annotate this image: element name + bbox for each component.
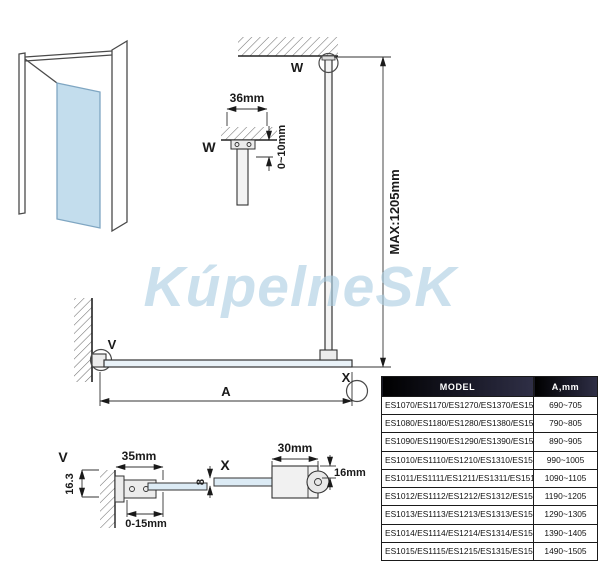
table-row: ES1014/ES1114/ES1214/ES1314/ES1514 1390~… <box>381 523 598 543</box>
dim-36mm-text: 36mm <box>230 91 265 105</box>
dim-max-height-text: MAX:1205mm <box>387 169 402 254</box>
dim-30mm-text: 30mm <box>278 441 313 455</box>
table-row: ES1080/ES1180/ES1280/ES1380/ES1580 790~8… <box>381 414 598 434</box>
ceiling-mount-plate <box>321 55 336 61</box>
dim-max-height: MAX:1205mm <box>334 56 402 368</box>
table-row: ES1011/ES1111/ES1211/ES1311/ES1511 1090~… <box>381 468 598 489</box>
table-row: ES1013/ES1113/ES1213/ES1313/ES1513 1290~… <box>381 505 598 525</box>
balloon-w-label: W <box>291 60 304 75</box>
detail-ceiling-hatch <box>221 127 277 140</box>
a-cell: 1290~1305 <box>533 505 598 525</box>
dim-gap-text: 0~10mm <box>276 125 288 170</box>
model-cell: ES1011/ES1111/ES1211/ES1311/ES1511 <box>381 468 534 489</box>
glass-panel-plan <box>103 359 353 368</box>
a-cell: 890~905 <box>533 432 598 452</box>
ceiling-hatch <box>238 37 338 57</box>
model-cell: ES1080/ES1180/ES1280/ES1380/ES1580 <box>381 414 534 434</box>
table-header-a: A,mm <box>533 376 598 397</box>
dim-gap: 0~10mm <box>256 125 288 171</box>
detail-v-wall-hatch <box>100 470 115 528</box>
dim-163: 16.3 <box>64 469 99 498</box>
table-header-model: MODEL <box>381 376 534 397</box>
model-table: MODEL A,mm ES1070/ES1170/ES1270/ES1370/E… <box>381 376 598 562</box>
model-cell: ES1070/ES1170/ES1270/ES1370/ES1570 <box>381 395 534 416</box>
table-row: ES1010/ES1110/ES1210/ES1310/ES1510 990~1… <box>381 450 598 470</box>
corner-bracket-x <box>319 349 338 361</box>
detail-pole <box>236 148 249 206</box>
dim-8: 8 <box>195 466 213 498</box>
detail-v-view: V 35mm 16.3 <box>58 449 208 530</box>
dim-width-a: A <box>99 372 353 406</box>
dim-a-text: A <box>221 384 231 399</box>
screw-icon <box>234 142 240 147</box>
model-cell: ES1010/ES1110/ES1210/ES1310/ES1510 <box>381 450 534 470</box>
iso-support-brace <box>24 58 58 84</box>
detail-balloon-x: X <box>342 370 369 403</box>
isometric-view <box>18 39 128 233</box>
table-row: ES1012/ES1112/ES1212/ES1312/ES1512 1190~… <box>381 487 598 507</box>
dim-015mm: 0-15mm <box>125 492 167 530</box>
detail-x-view: X 8 30mm <box>195 441 366 499</box>
dim-16mm-text: 16mm <box>334 467 366 479</box>
dim-015-text: 0-15mm <box>125 518 167 530</box>
model-cell: ES1090/ES1190/ES1290/ES1390/ES1590 <box>381 432 534 452</box>
dim-16mm: 16mm <box>320 455 366 490</box>
iso-support-bar <box>24 50 113 58</box>
detail-w-view: W 36mm 0~10mm <box>202 91 288 206</box>
dim-163-text: 16.3 <box>64 473 76 494</box>
table-row: ES1015/ES1115/ES1215/ES1315/ES1515 1490~… <box>381 541 598 562</box>
a-cell: 790~805 <box>533 414 598 434</box>
dim-36mm: 36mm <box>226 91 268 126</box>
model-cell: ES1012/ES1112/ES1212/ES1312/ES1512 <box>381 487 534 507</box>
watermark-text: KúpelneSK <box>143 255 459 319</box>
dim-30mm: 30mm <box>271 441 319 466</box>
detail-v-profile <box>114 475 125 503</box>
detail-w-label: W <box>202 139 216 155</box>
model-cell: ES1014/ES1114/ES1214/ES1314/ES1514 <box>381 523 534 543</box>
iso-glass-panel <box>56 82 101 229</box>
a-cell: 990~1005 <box>533 450 598 470</box>
table-row: ES1070/ES1170/ES1270/ES1370/ES1570 690~7… <box>381 395 598 416</box>
detail-x-pivot <box>306 470 330 494</box>
a-cell: 690~705 <box>533 395 598 416</box>
model-cell: ES1015/ES1115/ES1215/ES1315/ES1515 <box>381 541 534 562</box>
balloon-x-label: X <box>342 370 351 385</box>
a-cell: 1090~1105 <box>533 468 598 489</box>
detail-x-pivot-center <box>314 478 322 486</box>
detail-balloon-w: W <box>291 52 339 75</box>
a-cell: 1190~1205 <box>533 487 598 507</box>
detail-v-label: V <box>58 449 68 465</box>
model-cell: ES1013/ES1113/ES1213/ES1313/ES1513 <box>381 505 534 525</box>
dim-35mm: 35mm <box>115 449 164 480</box>
detail-x-label: X <box>220 457 230 473</box>
dim-35mm-text: 35mm <box>122 449 157 463</box>
main-view: W V X <box>74 37 369 403</box>
a-cell: 1390~1405 <box>533 523 598 543</box>
screw-icon <box>246 142 252 147</box>
table-header-row: MODEL A,mm <box>381 376 598 397</box>
dim-8-text: 8 <box>195 479 207 485</box>
a-cell: 1490~1505 <box>533 541 598 562</box>
model-spec-table: MODEL A,mm ES1070/ES1170/ES1270/ES1370/E… <box>381 376 598 562</box>
balloon-v-label: V <box>108 337 117 352</box>
iso-wall-profile <box>18 52 26 215</box>
iso-support-bar-2 <box>24 54 113 62</box>
iso-right-wall <box>111 39 128 233</box>
left-wall-hatch <box>74 298 93 382</box>
table-row: ES1090/ES1190/ES1290/ES1390/ES1590 890~9… <box>381 432 598 452</box>
screw-icon <box>129 486 135 492</box>
detail-x-glass <box>213 477 273 487</box>
